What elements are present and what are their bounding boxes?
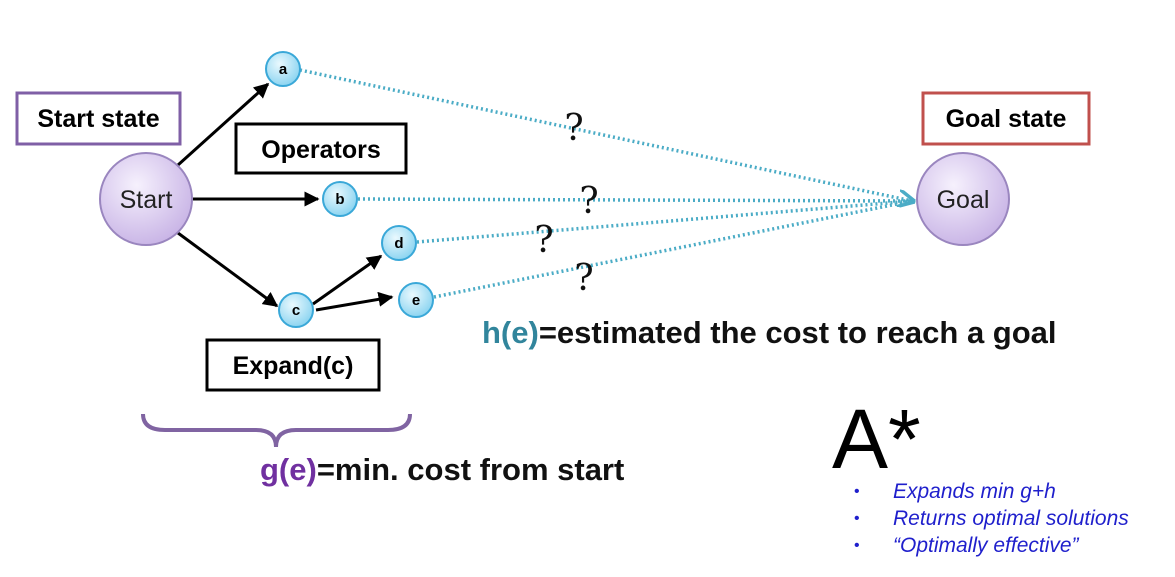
- node-a-label: a: [279, 61, 288, 78]
- heuristic-line-b: [357, 197, 913, 203]
- node-d-label: d: [394, 235, 403, 252]
- node-d: d: [381, 225, 417, 261]
- start-state-label: Start state: [37, 105, 159, 133]
- bullet-icon: •: [854, 483, 860, 500]
- expand-label: Expand(c): [233, 352, 354, 380]
- bullet-icon: •: [854, 537, 860, 554]
- node-e-label: e: [412, 292, 420, 309]
- unknown-cost-mark-a: ?: [564, 108, 583, 149]
- unknown-cost-mark-e: ?: [574, 258, 593, 299]
- operators-label: Operators: [261, 136, 380, 164]
- algorithm-property-text: Expands min g+h: [893, 480, 1056, 503]
- node-e: e: [398, 282, 434, 318]
- operator-arrow-start-a: [176, 82, 270, 167]
- heuristic-line-a: [299, 68, 912, 201]
- algorithm-properties-list: • Expands min g+h • Returns optimal soluti…: [850, 478, 1170, 559]
- algorithm-name: A*: [832, 392, 921, 486]
- node-c: c: [278, 292, 314, 328]
- unknown-cost-mark-d: ?: [534, 220, 553, 261]
- algorithm-property-item: • Returns optimal solutions: [850, 505, 1170, 532]
- path-cost-symbol: g(e): [260, 452, 317, 487]
- path-cost-description: =min. cost from start: [317, 452, 625, 487]
- start-node-label: Start: [120, 186, 173, 214]
- path-cost-brace: [141, 413, 412, 448]
- goal-state-box: Goal state: [921, 91, 1091, 146]
- node-b-label: b: [335, 191, 344, 208]
- operator-arrow-c-e: [315, 291, 394, 312]
- operators-box: Operators: [234, 122, 408, 175]
- operator-arrow-start-c: [177, 231, 279, 308]
- heuristic-formula: h(e)=estimated the cost to reach a goal: [482, 315, 1057, 350]
- heuristic-symbol: h(e): [482, 315, 539, 350]
- start-state-box: Start state: [15, 91, 182, 146]
- operator-arrow-c-d: [312, 254, 383, 306]
- goal-node-label: Goal: [937, 186, 990, 214]
- path-cost-formula: g(e)=min. cost from start: [260, 452, 624, 487]
- bullet-icon: •: [854, 510, 860, 527]
- algorithm-property-item: • Expands min g+h: [850, 478, 1170, 505]
- node-a: a: [265, 51, 301, 87]
- node-b: b: [322, 181, 358, 217]
- heuristic-line-e: [433, 199, 913, 299]
- algorithm-property-item: • “Optimally effective”: [850, 532, 1170, 559]
- algorithm-property-text: Returns optimal solutions: [893, 507, 1129, 530]
- unknown-cost-mark-b: ?: [579, 181, 598, 222]
- start-node: Start: [99, 152, 193, 246]
- goal-node: Goal: [916, 152, 1010, 246]
- heuristic-description: =estimated the cost to reach a goal: [539, 315, 1057, 350]
- goal-state-label: Goal state: [946, 105, 1067, 133]
- heuristic-line-d: [416, 199, 913, 244]
- algorithm-property-text: “Optimally effective”: [893, 534, 1079, 557]
- expand-box: Expand(c): [205, 338, 381, 392]
- node-c-label: c: [292, 302, 300, 319]
